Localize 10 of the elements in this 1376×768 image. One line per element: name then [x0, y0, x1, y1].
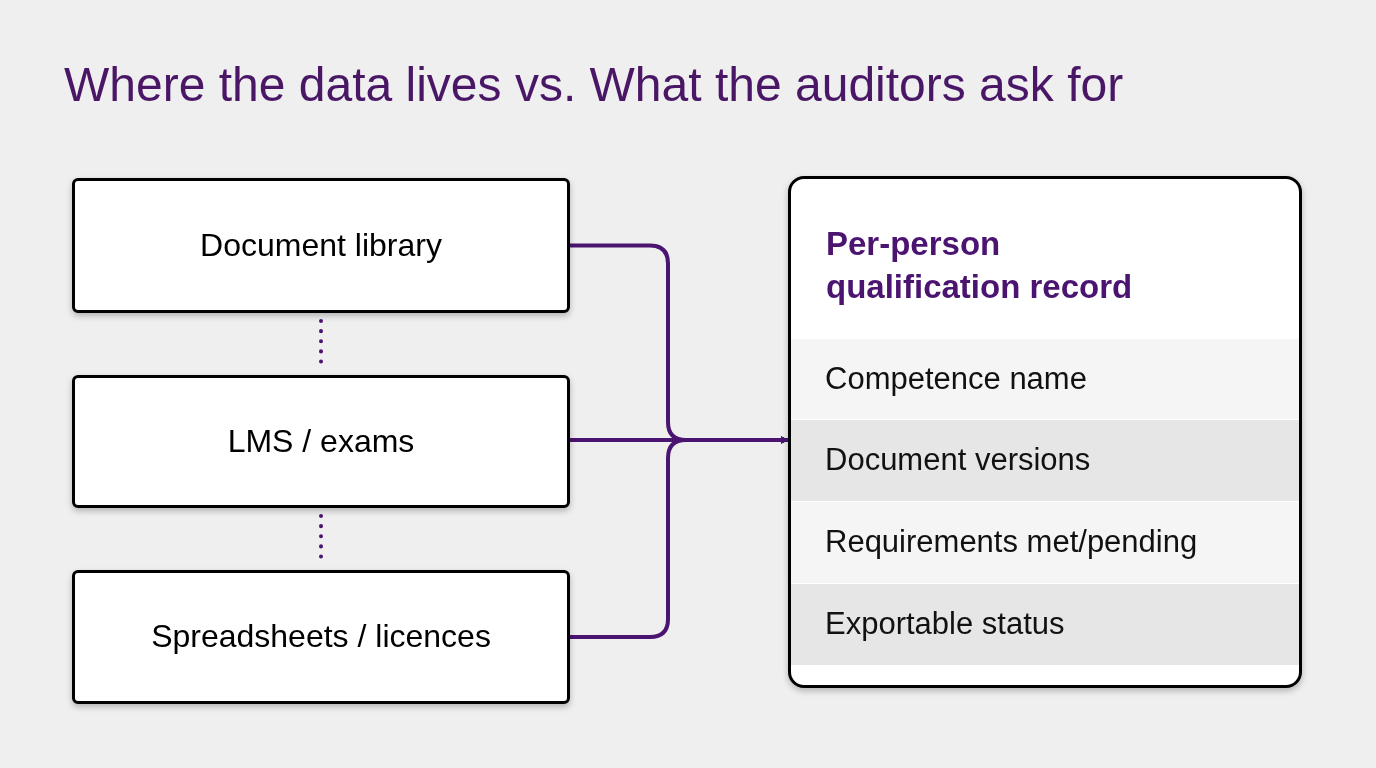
field-row: Document versions [791, 420, 1299, 501]
record-card [788, 176, 1302, 688]
source-box: Spreadsheets / licences [72, 570, 570, 704]
field-row: Competence name [791, 339, 1299, 419]
field-row: Exportable status [791, 584, 1299, 665]
source-box: LMS / exams [72, 375, 570, 508]
source-box: Document library [72, 178, 570, 313]
field-row: Requirements met/pending [791, 502, 1299, 583]
card-heading: Per-person qualification record [826, 224, 1134, 307]
title: Where the data lives vs. What the auditors ask for [64, 57, 1124, 113]
